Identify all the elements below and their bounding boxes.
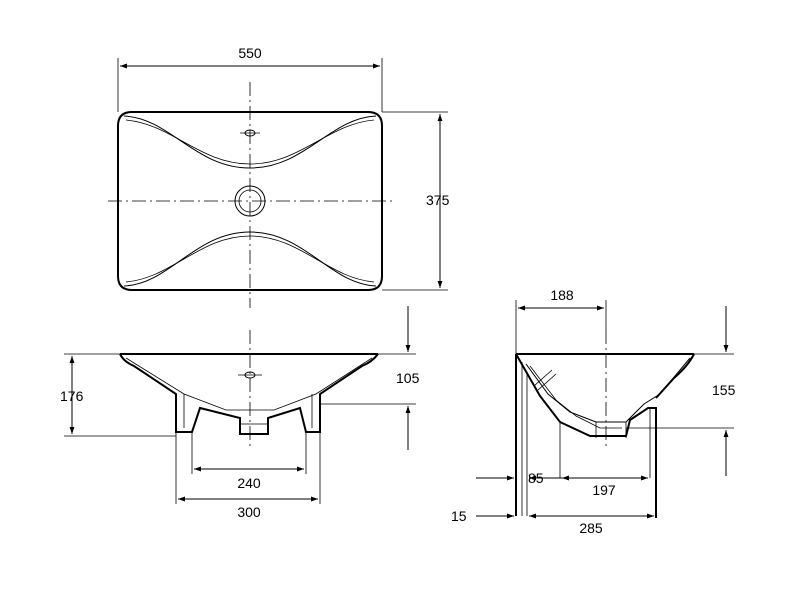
dim-label-155: 155 [712,382,736,398]
dim-label-300: 300 [237,504,261,520]
side-view: 188 155 85 197 15 285 [451,287,736,536]
dim-label-15: 15 [451,508,467,524]
top-view: 550 375 [108,45,450,308]
front-view-outline [119,353,379,435]
top-view-outline [117,111,383,291]
dim-label-176: 176 [60,388,84,404]
dim-label-550: 550 [238,45,262,61]
dim-label-85: 85 [528,470,544,486]
dim-label-240: 240 [237,475,261,491]
front-view: 176 105 240 300 [60,306,420,520]
dim-label-285: 285 [579,520,603,536]
dim-label-105: 105 [396,370,420,386]
dim-label-188: 188 [550,287,574,303]
dim-label-375: 375 [426,192,450,208]
dim-label-197: 197 [592,482,616,498]
